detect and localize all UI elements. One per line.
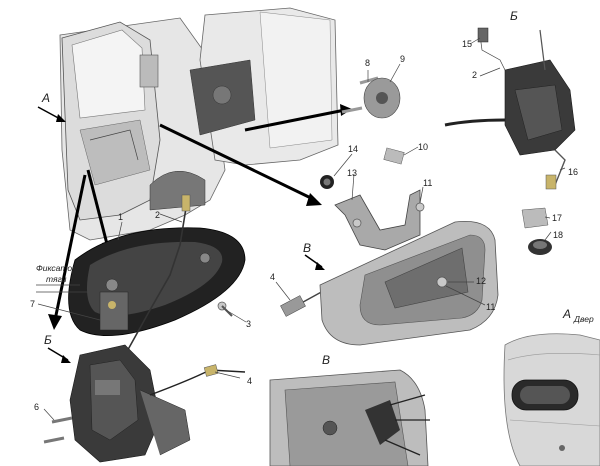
callout-4-lower: 4 xyxy=(247,376,252,386)
callout-13: 13 xyxy=(347,168,357,178)
parts-8-9 xyxy=(341,76,401,119)
section-letters: А Б Б В В А xyxy=(41,9,571,367)
callout-8: 8 xyxy=(365,58,370,68)
callout-1: 1 xyxy=(118,212,123,222)
callout-15: 15 xyxy=(462,39,472,49)
section-letter-b-left: Б xyxy=(44,333,52,347)
callout-9: 9 xyxy=(400,54,405,64)
text-annotations: Фиксатор тяги Двер xyxy=(36,263,594,324)
callout-16: 16 xyxy=(568,167,578,177)
section-letter-b-top: Б xyxy=(510,9,518,23)
callout-3: 3 xyxy=(246,319,251,329)
leader-lines xyxy=(36,37,566,421)
rod-part-2 xyxy=(124,194,191,356)
callout-2: 2 xyxy=(155,210,160,220)
callout-2-section-b: 2 xyxy=(472,70,477,80)
section-v-detail xyxy=(269,369,430,466)
callout-numbers: 1 2 3 4 4 6 7 8 9 10 11 11 12 13 14 15 2… xyxy=(30,39,578,412)
label-door-partial: Двер xyxy=(573,314,594,324)
callout-17: 17 xyxy=(552,213,562,223)
callout-11-lower: 11 xyxy=(486,302,495,312)
screw-part-3 xyxy=(217,301,233,317)
section-letter-a-detail: А xyxy=(562,307,571,321)
callout-4-upper: 4 xyxy=(270,272,275,282)
callout-11-upper: 11 xyxy=(423,178,432,188)
callout-7: 7 xyxy=(30,299,35,309)
section-letter-a-truck: А xyxy=(41,91,50,105)
section-a-door-detail xyxy=(503,333,600,466)
section-letter-v-handle: В xyxy=(303,241,311,255)
lock-mechanism-bottom-left xyxy=(43,291,246,463)
callout-12: 12 xyxy=(476,276,486,286)
section-b-lock-detail xyxy=(444,27,576,255)
inner-handle-part-12 xyxy=(319,147,499,346)
label-fiksator-line1: Фиксатор xyxy=(36,263,77,273)
callout-6: 6 xyxy=(34,402,39,412)
truck-cab-illustration xyxy=(59,7,339,241)
label-fiksator-line2: тяги xyxy=(46,274,67,284)
section-letter-v-bottom: В xyxy=(322,353,330,367)
callout-10: 10 xyxy=(418,142,428,152)
callout-18: 18 xyxy=(553,230,563,240)
outer-handle-part-1 xyxy=(68,227,246,337)
callout-14: 14 xyxy=(348,144,358,154)
pointer-arrows xyxy=(37,104,352,363)
